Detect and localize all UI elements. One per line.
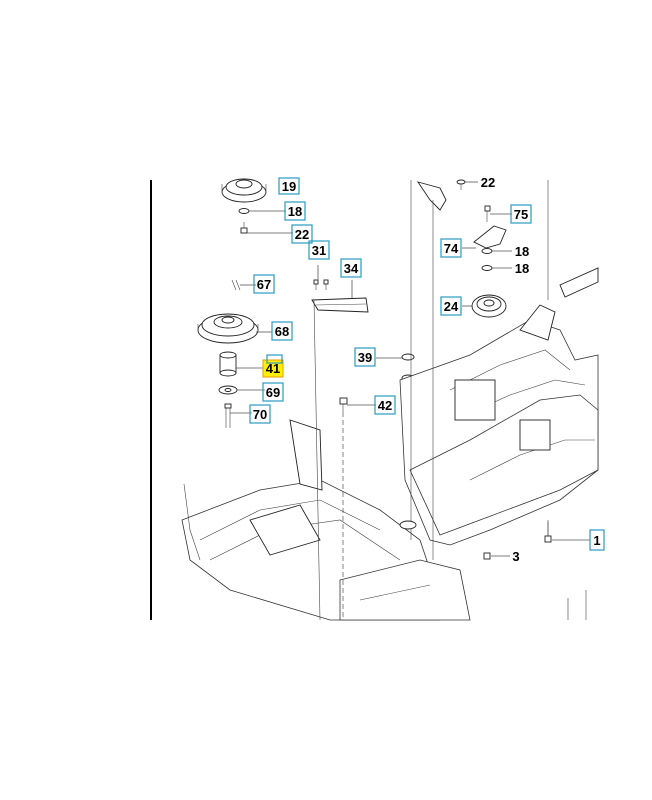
callout-69-label: 69	[266, 385, 280, 400]
bolt-70-part	[224, 403, 232, 428]
callout-39-box	[354, 347, 376, 367]
callout-18a-label: 18	[288, 204, 302, 219]
pulley-19-part	[221, 178, 267, 203]
callout-41-label: 41	[266, 361, 280, 376]
chassis-frame-part	[181, 180, 599, 621]
washer-18b-part	[481, 248, 493, 254]
callout-31: 31	[308, 240, 330, 260]
callout-18a: 18	[284, 201, 306, 221]
lever-34-part	[311, 297, 369, 313]
screws-31-part	[313, 279, 329, 290]
callout-18c-label: 18	[515, 261, 529, 276]
callout-68: 68	[271, 321, 293, 341]
callout-67-label: 67	[257, 277, 271, 292]
callout-69-box	[262, 382, 284, 402]
callout-24: 24	[440, 296, 462, 316]
callout-1-label: 1	[593, 533, 600, 548]
callout-67: 67	[253, 274, 275, 294]
callout-75-label: 75	[514, 207, 528, 222]
bolt-22-part	[240, 222, 248, 234]
callout-19: 19	[278, 177, 300, 195]
bolt-42-part	[339, 397, 348, 412]
washer-18-part	[238, 208, 250, 214]
callout-68-label: 68	[275, 324, 289, 339]
callout-39-label: 39	[358, 350, 372, 365]
callout-1: 1	[589, 529, 605, 551]
callout-41-box-highlight	[262, 359, 284, 378]
callout-34-label: 34	[344, 261, 359, 276]
callout-41-box-outline	[266, 354, 283, 364]
callout-22a-box	[291, 224, 313, 244]
pin-67-part	[231, 279, 241, 291]
callout-39: 39	[354, 347, 376, 367]
callout-42-box	[374, 395, 396, 415]
callout-70-label: 70	[253, 407, 267, 422]
callout-1-box	[589, 529, 605, 551]
pulley-24-part	[471, 294, 507, 318]
washer-18c-part	[481, 265, 493, 271]
callout-75-box	[510, 204, 532, 224]
callout-22a-label: 22	[295, 227, 309, 242]
callout-69: 69	[262, 382, 284, 402]
callout-67-box	[253, 274, 275, 294]
spacer-41-part	[219, 351, 237, 377]
callout-22b: 22	[481, 175, 495, 190]
callout-3-label: 3	[512, 549, 519, 564]
callout-18c: 18	[515, 261, 529, 276]
callout-70-box	[249, 404, 271, 424]
callout-74-box	[440, 238, 462, 258]
callout-19-box	[278, 177, 300, 195]
callout-70: 70	[249, 404, 271, 424]
callout-18b: 18	[515, 244, 529, 259]
callout-24-box	[440, 296, 462, 316]
callout-74: 74	[440, 238, 462, 258]
callout-34: 34	[340, 258, 362, 278]
callout-22b-label: 22	[481, 175, 495, 190]
bracket-top-part	[416, 179, 466, 211]
callout-18a-box	[284, 201, 306, 221]
callout-75: 75	[510, 204, 532, 224]
callout-19-label: 19	[282, 179, 296, 194]
callout-18b-label: 18	[515, 244, 529, 259]
bolt-75-part	[484, 205, 491, 222]
callout-31-box	[308, 240, 330, 260]
callout-22a: 22	[291, 224, 313, 244]
callout-42: 42	[374, 395, 396, 415]
callout-31-label: 31	[312, 243, 326, 258]
washer-69-part	[218, 385, 238, 395]
pulley-68-part	[197, 313, 259, 344]
callout-42-label: 42	[378, 398, 392, 413]
leader-lines	[230, 181, 590, 557]
callout-24-label: 24	[444, 299, 459, 314]
bracket-74-part	[473, 225, 507, 249]
callout-3: 3	[512, 549, 519, 564]
callout-74-label: 74	[444, 241, 459, 256]
callout-34-box	[340, 258, 362, 278]
callout-41: 41	[262, 354, 284, 378]
callout-68-box	[271, 321, 293, 341]
